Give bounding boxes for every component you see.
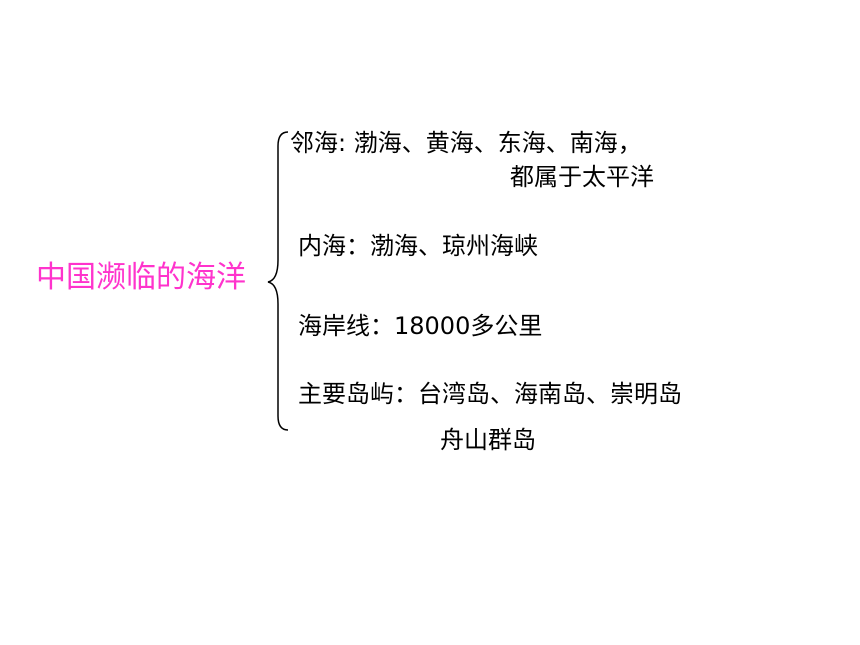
branch-coastline: 海岸线：18000多公里 xyxy=(298,312,543,340)
branch-major-islands: 主要岛屿：台湾岛、海南岛、崇明岛 xyxy=(298,380,682,408)
branch-inland-seas: 内海：渤海、琼州海峡 xyxy=(298,232,538,260)
branch-major-islands-continuation: 舟山群岛 xyxy=(440,426,536,454)
curly-brace xyxy=(267,131,289,431)
branch-adjacent-seas: 邻海: 渤海、黄海、东海、南海， xyxy=(290,129,642,157)
root-topic-label: 中国濒临的海洋 xyxy=(36,260,246,295)
branch-adjacent-seas-continuation: 都属于太平洋 xyxy=(510,163,654,191)
brace-path xyxy=(267,131,289,431)
